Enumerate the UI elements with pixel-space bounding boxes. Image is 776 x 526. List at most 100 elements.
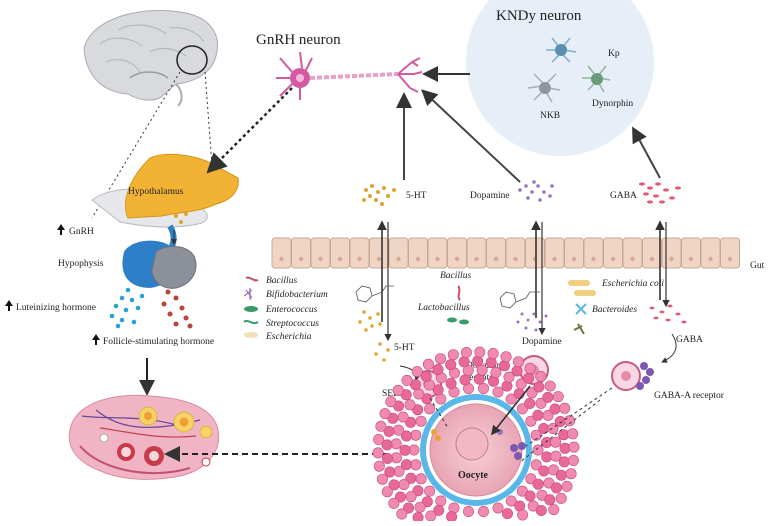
gut-cell <box>661 237 682 269</box>
dopamine-receptor-label-1: Dopamine <box>466 361 506 371</box>
granulosa-cell <box>421 496 433 508</box>
gut-cell <box>505 237 526 269</box>
kndy-neuron-bubble <box>466 0 654 156</box>
granulosa-cell <box>501 508 513 520</box>
lh-annotation: Luteinizing hormone <box>5 300 96 313</box>
granulosa-cell <box>532 444 544 456</box>
gut-cell-nucleus <box>493 256 499 262</box>
granulosa-cell <box>384 466 396 478</box>
kndy-cell-nkb <box>527 73 561 103</box>
fsh-particles <box>161 289 193 329</box>
granulosa-cell <box>535 370 547 382</box>
granulosa-cell <box>381 439 393 451</box>
up-arrow-icon <box>57 224 65 235</box>
dopamine-to-gnrh-arrow <box>421 89 521 183</box>
gut-epithelium <box>271 237 740 269</box>
granulosa-cell <box>503 371 515 383</box>
granulosa-cell <box>512 356 524 368</box>
bacteria-legend-left: Bacillus Bifidobacterium Enterococcus St… <box>243 276 328 342</box>
granulosa-cell <box>524 397 536 409</box>
dopamine-bottom-cluster <box>516 312 548 332</box>
dopamine-bottom-label: Dopamine <box>522 337 562 347</box>
granulosa-cell <box>398 479 410 491</box>
gut-cell <box>622 237 643 269</box>
granulosa-cell <box>375 420 387 432</box>
granulosa-cell <box>530 459 542 471</box>
granulosa-cell <box>524 362 536 374</box>
bacteria-middle-1: Lactobacillus <box>417 303 470 313</box>
serotonin-molecule <box>355 285 394 303</box>
granulosa-cell <box>400 459 412 471</box>
granulosa-cell <box>400 430 412 442</box>
lh-particles <box>109 287 145 329</box>
granulosa-cell <box>410 459 422 471</box>
gut-cell <box>564 237 584 269</box>
granulosa-cell <box>505 495 517 507</box>
granulosa-cell <box>558 456 570 468</box>
granulosa-cell <box>462 505 474 517</box>
gut-cell <box>681 237 701 269</box>
gnrh-neuron-illustration <box>276 51 423 100</box>
bacteria-left-1: Bifidobacterium <box>266 289 328 300</box>
granulosa-cell <box>550 482 562 494</box>
kndy-neuron-title: KNDy neuron <box>496 8 582 24</box>
gut-cell-nucleus <box>630 256 635 262</box>
gut-cell-nucleus <box>298 256 304 262</box>
serotonin-top-label: 5-HT <box>406 191 427 201</box>
granulosa-cell <box>415 473 427 485</box>
gaba-bottom-cluster <box>649 304 687 324</box>
granulosa-cell <box>544 380 556 392</box>
gut-cell <box>369 237 389 269</box>
granulosa-cell <box>460 346 472 358</box>
granulosa-cell <box>445 359 457 371</box>
granulosa-cell <box>432 363 444 375</box>
granulosa-cell <box>524 490 536 502</box>
granulosa-cell <box>422 358 434 370</box>
granulosa-cell <box>559 402 571 414</box>
granulosa-cell <box>424 485 436 497</box>
granulosa-cell <box>515 378 527 390</box>
granulosa-cell <box>477 382 489 394</box>
hypophysis-label: Hypophysis <box>58 259 104 269</box>
gnrh-label: GnRH <box>69 227 94 237</box>
gut-cell-nucleus <box>688 256 694 262</box>
gut-cell <box>544 237 565 269</box>
granulosa-cell <box>411 366 423 378</box>
gut-cell-nucleus <box>396 256 401 262</box>
granulosa-cell <box>492 386 504 398</box>
gut-cell-nucleus <box>435 256 440 262</box>
serotonin-top-cluster <box>362 184 396 206</box>
gut-cell-nucleus <box>415 256 421 262</box>
gut-cell <box>486 237 506 269</box>
granulosa-cell <box>498 360 510 372</box>
granulosa-cell <box>568 441 580 453</box>
gut-cell-nucleus <box>571 256 577 262</box>
up-arrow-icon <box>92 334 100 345</box>
gut-cell-nucleus <box>474 256 479 262</box>
gut-cell <box>330 237 350 269</box>
gut-cell-nucleus <box>727 256 733 262</box>
dopamine-molecule <box>499 291 540 309</box>
granulosa-cell <box>523 372 535 384</box>
granulosa-cell <box>381 452 393 464</box>
gnrh-neuron-title: GnRH neuron <box>256 32 341 48</box>
granulosa-cell <box>373 433 385 445</box>
granulosa-cell <box>432 384 444 396</box>
granulosa-cell <box>393 465 405 477</box>
gut-cell-nucleus <box>376 256 382 262</box>
granulosa-cell <box>415 415 427 427</box>
bacteria-right: Escherichia coli Bacteroides <box>568 279 664 335</box>
brain-illustration <box>83 10 218 107</box>
bacteria-right-1: Bacteroides <box>592 305 637 315</box>
granulosa-cell <box>421 393 433 405</box>
granulosa-cell <box>392 424 404 436</box>
granulosa-cell <box>532 478 544 490</box>
nkb-label: NKB <box>540 111 560 121</box>
granulosa-cell <box>565 468 577 480</box>
granulosa-cell <box>388 479 400 491</box>
granulosa-cell <box>459 374 471 386</box>
gut-cell <box>310 237 331 269</box>
granulosa-cell <box>550 436 562 448</box>
granulosa-cell <box>434 353 446 365</box>
